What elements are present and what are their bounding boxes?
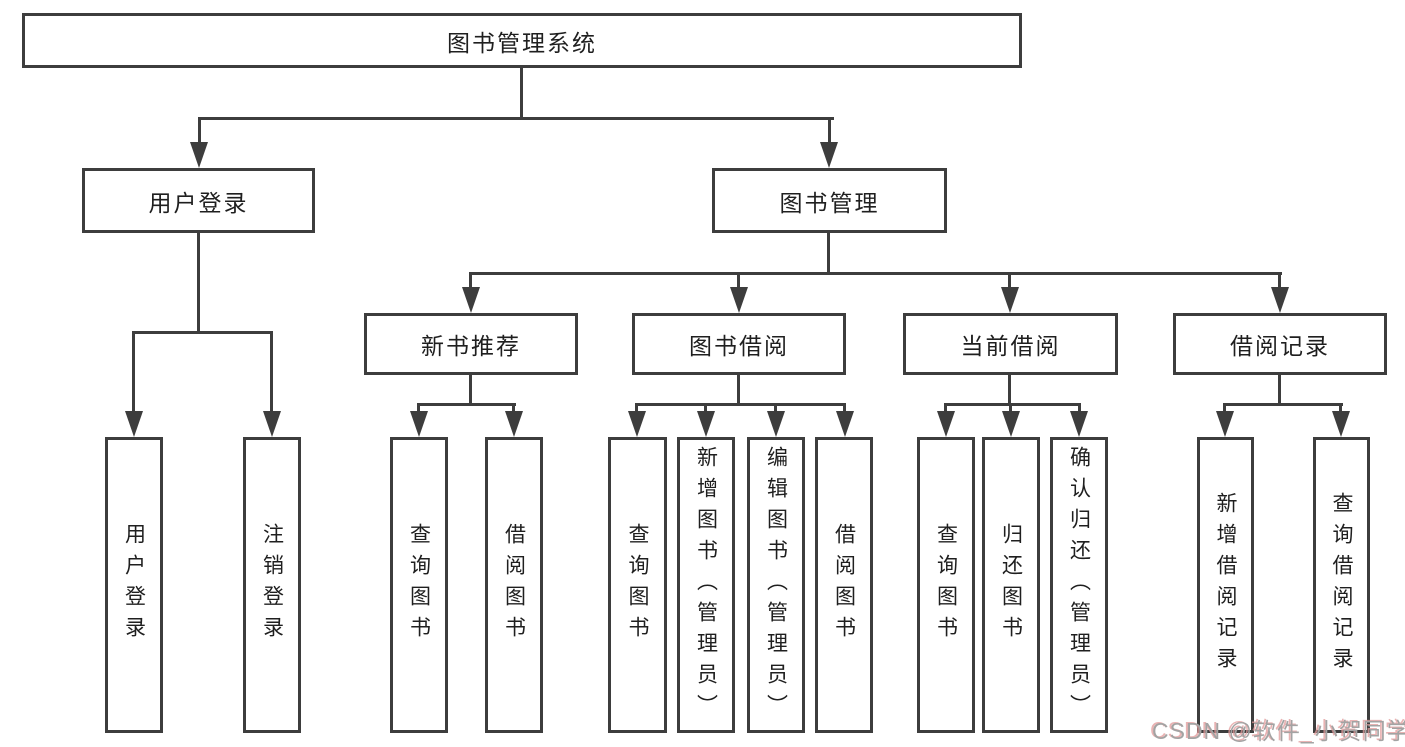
connector-bookmgmt-drop-1 bbox=[469, 272, 472, 290]
node-root: 图书管理系统 bbox=[22, 13, 1022, 68]
node-book-borrow-label: 图书借阅 bbox=[689, 333, 789, 359]
connector-current-drop-1 bbox=[944, 403, 947, 415]
node-current-borrow: 当前借阅 bbox=[903, 313, 1118, 375]
connector-root-drop-right bbox=[828, 117, 831, 149]
leaf-bb-edit-book-admin: 编辑图书（管理员） bbox=[747, 437, 805, 733]
arrow-to-book-borrow bbox=[730, 287, 748, 313]
arrow-cb-return-books bbox=[1002, 411, 1020, 437]
node-user-login-label: 用户登录 bbox=[148, 189, 249, 216]
leaf-rec-query-books: 查询图书 bbox=[390, 437, 448, 733]
node-book-management-label: 图书管理 bbox=[779, 189, 880, 216]
leaf-rec-borrow-books: 借阅图书 bbox=[485, 437, 543, 733]
connector-root-stem bbox=[520, 68, 523, 120]
connector-recommend-drop-1 bbox=[417, 403, 420, 415]
leaf-br-query-record-label: 查询借阅记录 bbox=[1330, 492, 1354, 678]
node-user-login: 用户登录 bbox=[82, 168, 315, 233]
leaf-bb-add-book-admin: 新增图书（管理员） bbox=[677, 437, 735, 733]
connector-bookmgmt-rail bbox=[469, 272, 1282, 275]
leaf-cb-query-books: 查询图书 bbox=[917, 437, 975, 733]
connector-userlogin-rail bbox=[132, 331, 273, 334]
leaf-br-add-record: 新增借阅记录 bbox=[1197, 437, 1254, 733]
arrow-cb-query-books bbox=[937, 411, 955, 437]
leaf-cb-confirm-return-admin: 确认归还（管理员） bbox=[1050, 437, 1108, 733]
connector-root-drop-left bbox=[198, 117, 201, 149]
connector-userlogin-drop-2 bbox=[270, 331, 273, 413]
arrow-to-leaf-logout bbox=[263, 411, 281, 437]
connector-userlogin-drop-1 bbox=[132, 331, 135, 413]
connector-records-drop-2 bbox=[1339, 403, 1342, 415]
node-book-borrow: 图书借阅 bbox=[632, 313, 846, 375]
connector-current-drop-2 bbox=[1009, 403, 1012, 415]
arrow-rec-borrow-books bbox=[505, 411, 523, 437]
node-current-borrow-label: 当前借阅 bbox=[960, 333, 1061, 359]
connector-current-rail bbox=[944, 403, 1081, 406]
connector-borrowsec-rail bbox=[635, 403, 846, 406]
connector-bookmgmt-drop-2 bbox=[737, 272, 740, 290]
node-new-book-recommend: 新书推荐 bbox=[364, 313, 578, 375]
leaf-rec-query-books-label: 查询图书 bbox=[407, 523, 431, 647]
leaf-cb-return-books: 归还图书 bbox=[982, 437, 1040, 733]
node-new-book-recommend-label: 新书推荐 bbox=[421, 333, 521, 359]
connector-records-drop-1 bbox=[1223, 403, 1226, 415]
node-book-management: 图书管理 bbox=[712, 168, 947, 233]
connector-records-stem bbox=[1278, 375, 1281, 406]
arrow-to-user-login bbox=[190, 142, 208, 168]
leaf-cb-query-books-label: 查询图书 bbox=[934, 523, 958, 647]
leaf-bb-edit-book-admin-label: 编辑图书（管理员） bbox=[764, 445, 788, 725]
leaf-br-query-record: 查询借阅记录 bbox=[1313, 437, 1370, 733]
arrow-to-current-borrow bbox=[1001, 287, 1019, 313]
arrow-cb-confirm-return bbox=[1070, 411, 1088, 437]
leaf-bb-query-books-label: 查询图书 bbox=[626, 523, 650, 647]
node-borrow-records-label: 借阅记录 bbox=[1230, 333, 1330, 359]
arrow-bb-borrow-books bbox=[836, 411, 854, 437]
leaf-bb-borrow-books-label: 借阅图书 bbox=[832, 523, 856, 647]
arrow-bb-add-book bbox=[697, 411, 715, 437]
leaf-logout-label: 注销登录 bbox=[260, 523, 284, 647]
node-root-label: 图书管理系统 bbox=[447, 29, 597, 56]
connector-current-stem bbox=[1008, 375, 1011, 406]
leaf-bb-query-books: 查询图书 bbox=[608, 437, 667, 733]
arrow-to-leaf-user-login bbox=[125, 411, 143, 437]
leaf-bb-borrow-books: 借阅图书 bbox=[815, 437, 873, 733]
connector-current-drop-3 bbox=[1078, 403, 1081, 415]
connector-recommend-stem bbox=[469, 375, 472, 406]
connector-borrowsec-stem bbox=[737, 375, 740, 406]
arrow-bb-edit-book bbox=[767, 411, 785, 437]
leaf-rec-borrow-books-label: 借阅图书 bbox=[502, 523, 526, 647]
connector-bookmgmt-stem bbox=[827, 233, 830, 275]
connector-bookmgmt-drop-3 bbox=[1008, 272, 1011, 290]
leaf-bb-add-book-admin-label: 新增图书（管理员） bbox=[694, 445, 718, 725]
connector-borrowsec-drop-2 bbox=[704, 403, 707, 415]
leaf-user-login: 用户登录 bbox=[105, 437, 163, 733]
leaf-user-login-label: 用户登录 bbox=[122, 523, 146, 647]
connector-root-rail bbox=[198, 117, 834, 120]
arrow-br-query-record bbox=[1332, 411, 1350, 437]
leaf-br-add-record-label: 新增借阅记录 bbox=[1214, 492, 1238, 678]
connector-borrowsec-drop-3 bbox=[774, 403, 777, 415]
arrow-rec-query-books bbox=[410, 411, 428, 437]
arrow-bb-query-books bbox=[628, 411, 646, 437]
node-borrow-records: 借阅记录 bbox=[1173, 313, 1387, 375]
arrow-to-new-book-recommend bbox=[462, 287, 480, 313]
connector-userlogin-stem bbox=[197, 233, 200, 333]
leaf-cb-confirm-return-admin-label: 确认归还（管理员） bbox=[1067, 445, 1091, 725]
connector-recommend-drop-2 bbox=[512, 403, 515, 415]
leaf-cb-return-books-label: 归还图书 bbox=[999, 523, 1023, 647]
csdn-watermark: CSDN @软件_小贺同学 bbox=[1152, 718, 1405, 744]
arrow-to-borrow-records bbox=[1271, 287, 1289, 313]
leaf-logout: 注销登录 bbox=[243, 437, 301, 733]
connector-records-rail bbox=[1223, 403, 1343, 406]
connector-borrowsec-drop-4 bbox=[843, 403, 846, 415]
connector-borrowsec-drop-1 bbox=[635, 403, 638, 415]
connector-recommend-rail bbox=[417, 403, 516, 406]
arrow-br-add-record bbox=[1216, 411, 1234, 437]
connector-bookmgmt-drop-4 bbox=[1278, 272, 1281, 290]
arrow-to-book-management bbox=[820, 142, 838, 168]
